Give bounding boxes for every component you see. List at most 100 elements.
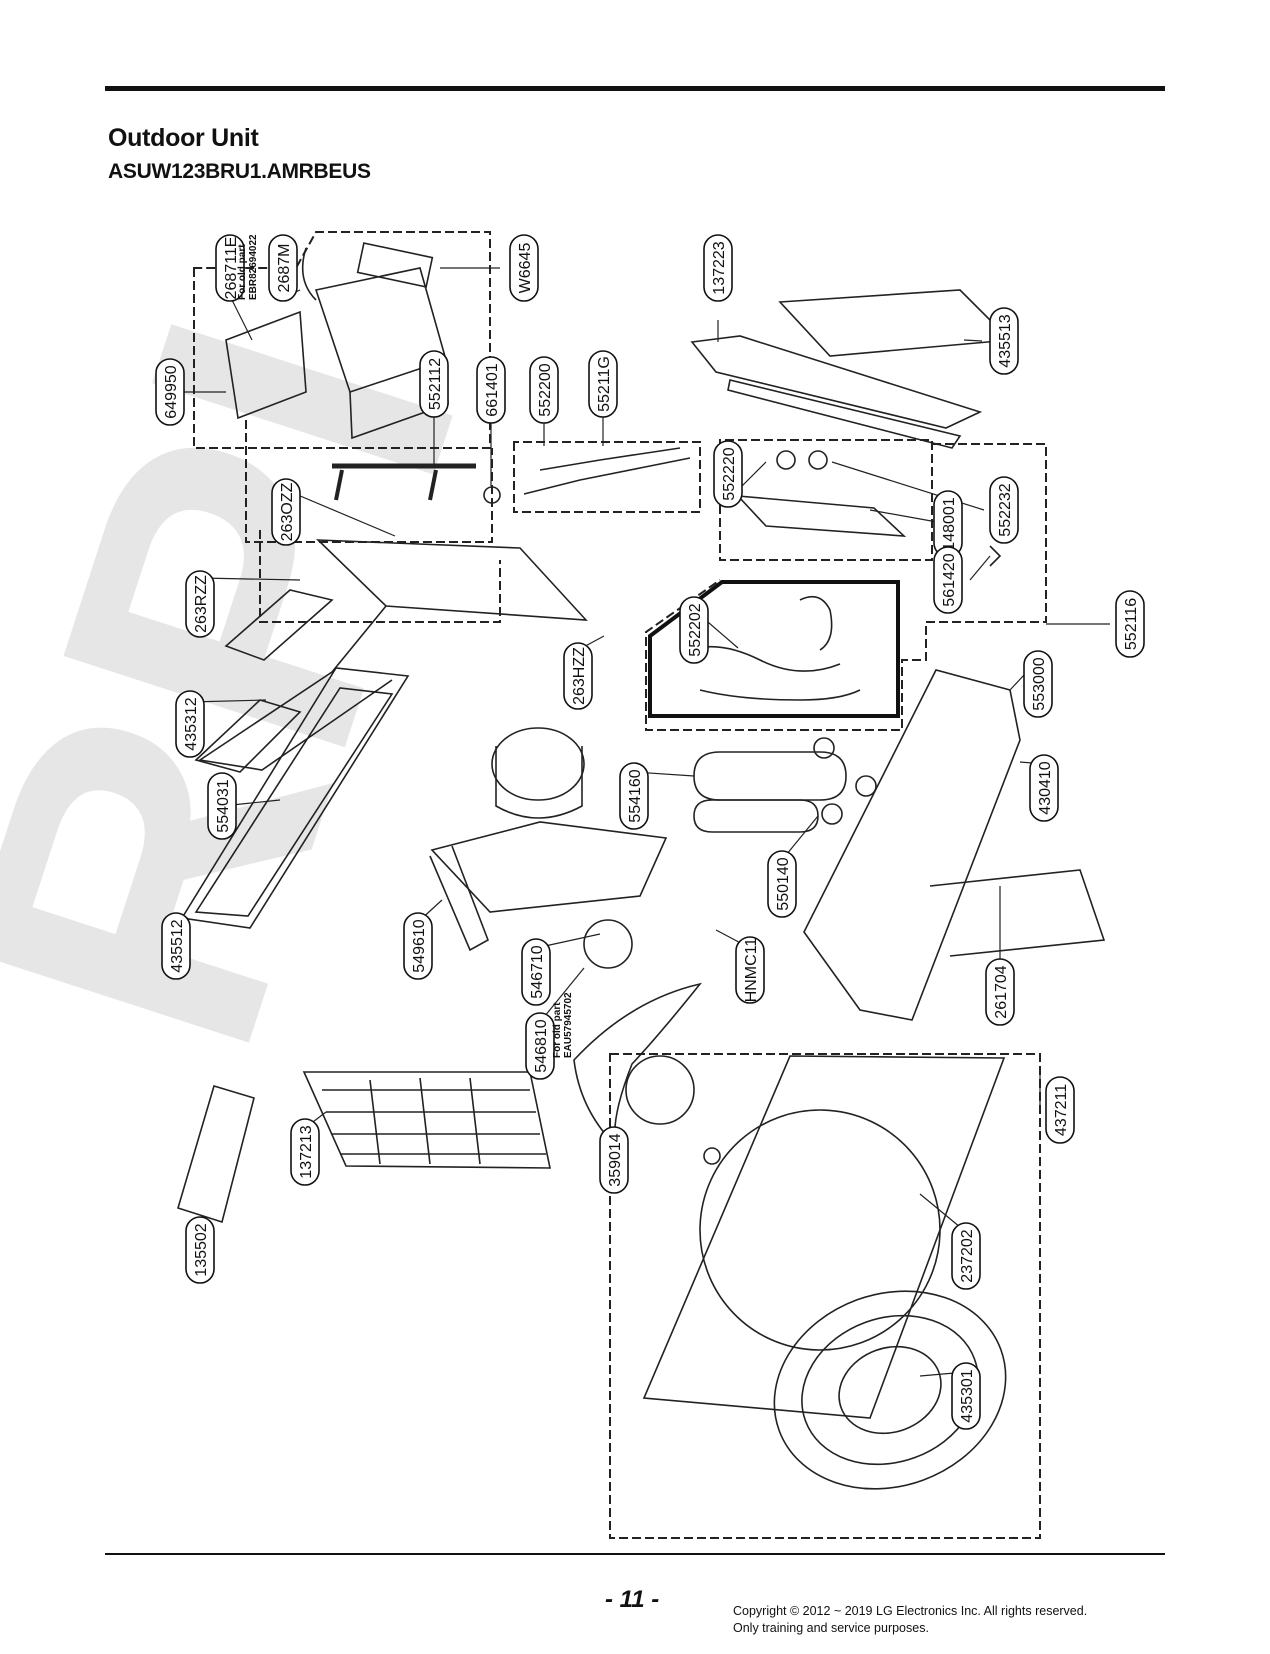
part-number: 55211G — [596, 356, 613, 412]
part-label-pill — [735, 936, 765, 1004]
part-label-W6645: W6645 — [509, 234, 539, 302]
part-label-pill — [933, 546, 963, 614]
part-label-435512: 435512 — [161, 912, 191, 980]
outer-frame — [803, 669, 1021, 1021]
part-label-pill — [419, 350, 449, 418]
top-panel — [690, 335, 983, 429]
part-label-435301: 435301 — [951, 1362, 981, 1430]
part-label-pill — [525, 1012, 555, 1080]
part-label-55211G: 55211G — [588, 350, 618, 418]
part-number: 549610 — [411, 919, 428, 972]
part-label-263HZZ: 263HZZ — [563, 642, 593, 710]
part-label-pill — [989, 307, 1019, 375]
part-label-pill — [713, 440, 743, 508]
part-label-pill — [951, 1222, 981, 1290]
part-label-pill — [563, 642, 593, 710]
part-label-pill — [268, 234, 298, 302]
part-label-549610: 549610 — [403, 912, 433, 980]
part-number: 237202 — [959, 1229, 976, 1282]
part-label-pill — [521, 938, 551, 1006]
copyright-line: Copyright © 2012 ~ 2019 LG Electronics I… — [733, 1604, 1088, 1618]
part-label-649950: 649950 — [155, 358, 185, 426]
part-label-435513: 435513 — [989, 307, 1019, 375]
part-label-pill — [703, 234, 733, 302]
page-number: - 11 - — [605, 1586, 660, 1613]
compressor — [693, 751, 847, 801]
part-number: 137223 — [711, 241, 728, 294]
part-number: 2687M — [276, 244, 293, 293]
part-label-546810: 546810 — [525, 1012, 555, 1080]
copyright-notice: Copyright © 2012 ~ 2019 LG Electronics I… — [733, 1603, 1087, 1637]
part-number: 552200 — [537, 363, 554, 416]
top-rule — [105, 86, 1165, 91]
fan-blade — [573, 982, 703, 1149]
part-number: 263HZZ — [571, 647, 588, 705]
part-number: 435512 — [169, 919, 186, 972]
part-label-261704: 261704 — [985, 958, 1015, 1026]
part-number: 261704 — [993, 965, 1010, 1018]
compressor-pipe-group — [648, 580, 900, 718]
cover-group — [609, 1053, 1041, 1539]
part-label-pill — [476, 356, 506, 424]
part-label-552200: 552200 — [529, 356, 559, 424]
part-label-pill — [1115, 590, 1145, 658]
part-number: 554031 — [215, 779, 232, 832]
top-cover — [778, 289, 1012, 357]
part-number: 137213 — [298, 1125, 315, 1178]
part-label-pill — [679, 596, 709, 664]
fan-motor — [583, 919, 633, 969]
old-part-note-line1: For old part — [552, 1002, 563, 1058]
part-number: 554160 — [627, 769, 644, 822]
part-label-552220: 552220 — [713, 440, 743, 508]
part-number: 359014 — [607, 1133, 624, 1186]
part-label-pill — [619, 762, 649, 830]
part-label-pill — [985, 958, 1015, 1026]
part-number: 437211 — [1053, 1084, 1070, 1136]
page-title: Outdoor Unit — [108, 124, 259, 152]
control-box-group — [193, 231, 491, 449]
part-number: 435301 — [959, 1369, 976, 1422]
valve-group — [719, 439, 933, 561]
part-label-pill — [207, 772, 237, 840]
old-part-note-line2: EAU57945702 — [563, 992, 574, 1058]
part-label-550140: 550140 — [767, 850, 797, 918]
part-label-148001: 148001 — [933, 490, 963, 558]
model-number: ASUW123BRU1.AMRBEUS — [108, 160, 371, 183]
old-part-note-control: For old part EBR82694022 — [237, 234, 259, 300]
accumulator — [693, 799, 819, 833]
part-label-pill — [1045, 1076, 1075, 1144]
usage-line: Only training and service purposes. — [733, 1621, 929, 1635]
part-label-pill — [588, 350, 618, 418]
part-number: 550140 — [775, 857, 792, 910]
part-label-661401: 661401 — [476, 356, 506, 424]
part-label-263RZZ: 263RZZ — [185, 570, 215, 638]
front-cover — [642, 1055, 1006, 1419]
part-label-359014: 359014 — [599, 1126, 629, 1194]
part-number: 263RZZ — [193, 575, 210, 633]
part-label-552232: 552232 — [989, 476, 1019, 544]
part-label-pill — [215, 234, 245, 302]
part-number: HNMC11 — [743, 938, 760, 1003]
part-label-135502: 135502 — [185, 1216, 215, 1284]
part-label-430410: 430410 — [1029, 754, 1059, 822]
part-label-2687M: 2687M — [268, 234, 298, 302]
part-number: 561420 — [941, 553, 958, 606]
filter-grid — [224, 589, 334, 661]
part-number: 661401 — [484, 363, 501, 416]
part-label-437211: 437211 — [1045, 1076, 1075, 1144]
part-label-546710: 546710 — [521, 938, 551, 1006]
pcb-board — [225, 310, 307, 420]
old-part-note-line1: For old part — [237, 244, 248, 300]
part-label-pill — [951, 1362, 981, 1430]
part-label-pill — [767, 850, 797, 918]
part-label-552116: 552116 — [1115, 590, 1145, 658]
part-label-268711E: 268711E — [215, 234, 245, 302]
old-part-note-line2: EBR82694022 — [248, 234, 259, 300]
part-number: 552232 — [997, 483, 1014, 536]
base-shelf — [735, 495, 907, 537]
part-label-pill — [290, 1118, 320, 1186]
part-label-pill — [185, 570, 215, 638]
small-cover — [177, 1085, 255, 1224]
part-label-pill — [529, 356, 559, 424]
